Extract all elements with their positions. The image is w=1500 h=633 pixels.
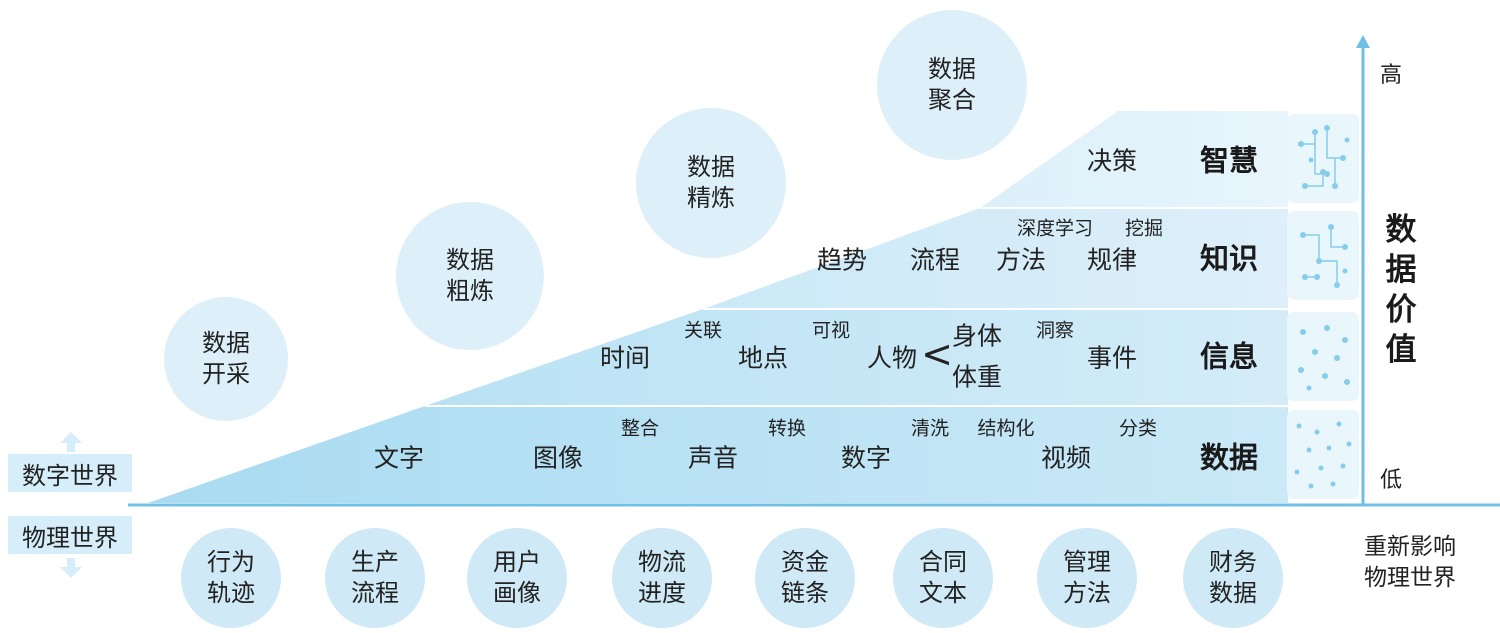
value-axis-title: 数 据 价 值 (1385, 212, 1417, 368)
annotation-insight: 洞察 (1035, 319, 1075, 342)
word-sound: 声音 (687, 443, 739, 473)
level-label-data: 数据 (1199, 440, 1259, 475)
level-label-wisdom: 智慧 (1199, 143, 1259, 178)
annotation-visualize: 可视 (811, 319, 851, 342)
word-decision: 决策 (1086, 146, 1138, 176)
bubble-behavior-trail: 行为轨迹 (181, 528, 281, 628)
bubble-funding-chain: 资金链条 (755, 528, 855, 628)
reshape-physical-world-label: 重新影响 物理世界 (1364, 534, 1456, 591)
annotation-classify: 分类 (1118, 417, 1158, 440)
scatter-dots-icon (1294, 421, 1352, 489)
word-process: 流程 (909, 245, 961, 275)
bubble-data-fine-refine: 数据精炼 (636, 108, 786, 258)
value-axis-arrowhead (1356, 35, 1370, 48)
bubble-user-profile: 用户画像 (467, 528, 567, 628)
annotation-structure: 结构化 (977, 417, 1035, 440)
bubble-management-method: 管理方法 (1037, 528, 1137, 628)
physical-world-tag: 物理世界 (8, 516, 132, 554)
icon-panel-wisdom (1287, 114, 1359, 203)
bubble-logistics-progress: 物流进度 (612, 528, 712, 628)
word-text: 文字 (373, 443, 425, 473)
annotation-deep-learning: 深度学习 (1016, 217, 1094, 240)
annotation-integrate: 整合 (620, 417, 660, 440)
word-body: 身体 (951, 321, 1003, 351)
word-video: 视频 (1040, 443, 1092, 473)
word-trend: 趋势 (816, 245, 868, 275)
bracket-icon: < (921, 332, 953, 376)
level-label-knowledge: 知识 (1199, 241, 1259, 276)
digital-world-tag: 数字世界 (8, 454, 132, 492)
word-law: 规律 (1086, 245, 1138, 275)
band-data (148, 406, 1288, 503)
annotation-associate: 关联 (683, 319, 723, 342)
word-event: 事件 (1086, 343, 1138, 373)
word-method: 方法 (995, 245, 1047, 275)
network-icon (1300, 224, 1348, 288)
bubble-data-aggregate: 数据聚合 (877, 10, 1027, 160)
icon-panel-data (1287, 410, 1359, 499)
bubble-production-process: 生产流程 (325, 528, 425, 628)
digital-arrow-up-icon (60, 432, 82, 452)
band-knowledge (703, 208, 1288, 309)
bubble-contract-text: 合同文本 (893, 528, 993, 628)
bubble-data-mining: 数据开采 (164, 297, 288, 421)
circuit-icon (1298, 125, 1350, 189)
annotation-clean: 清洗 (910, 417, 950, 440)
word-place: 地点 (737, 343, 789, 373)
level-label-information: 信息 (1199, 339, 1259, 374)
band-information (425, 309, 1288, 406)
axis-low-label: 低 (1380, 468, 1403, 493)
bubble-financial-data: 财务数据 (1183, 528, 1283, 628)
icon-panel-information (1287, 312, 1359, 401)
annotation-mining: 挖掘 (1124, 217, 1164, 240)
icon-panel-knowledge (1287, 211, 1359, 300)
axis-high-label: 高 (1380, 63, 1403, 88)
annotation-convert: 转换 (767, 417, 807, 440)
band-wisdom (980, 111, 1288, 208)
word-time: 时间 (599, 343, 651, 373)
word-person: 人物 (866, 343, 918, 373)
word-weight: 体重 (951, 362, 1003, 392)
physical-arrow-down-icon (60, 558, 82, 578)
bubble-data-rough-refine: 数据粗炼 (396, 202, 544, 350)
word-number: 数字 (840, 443, 892, 473)
word-image: 图像 (532, 443, 584, 473)
dots-icon (1298, 325, 1350, 391)
